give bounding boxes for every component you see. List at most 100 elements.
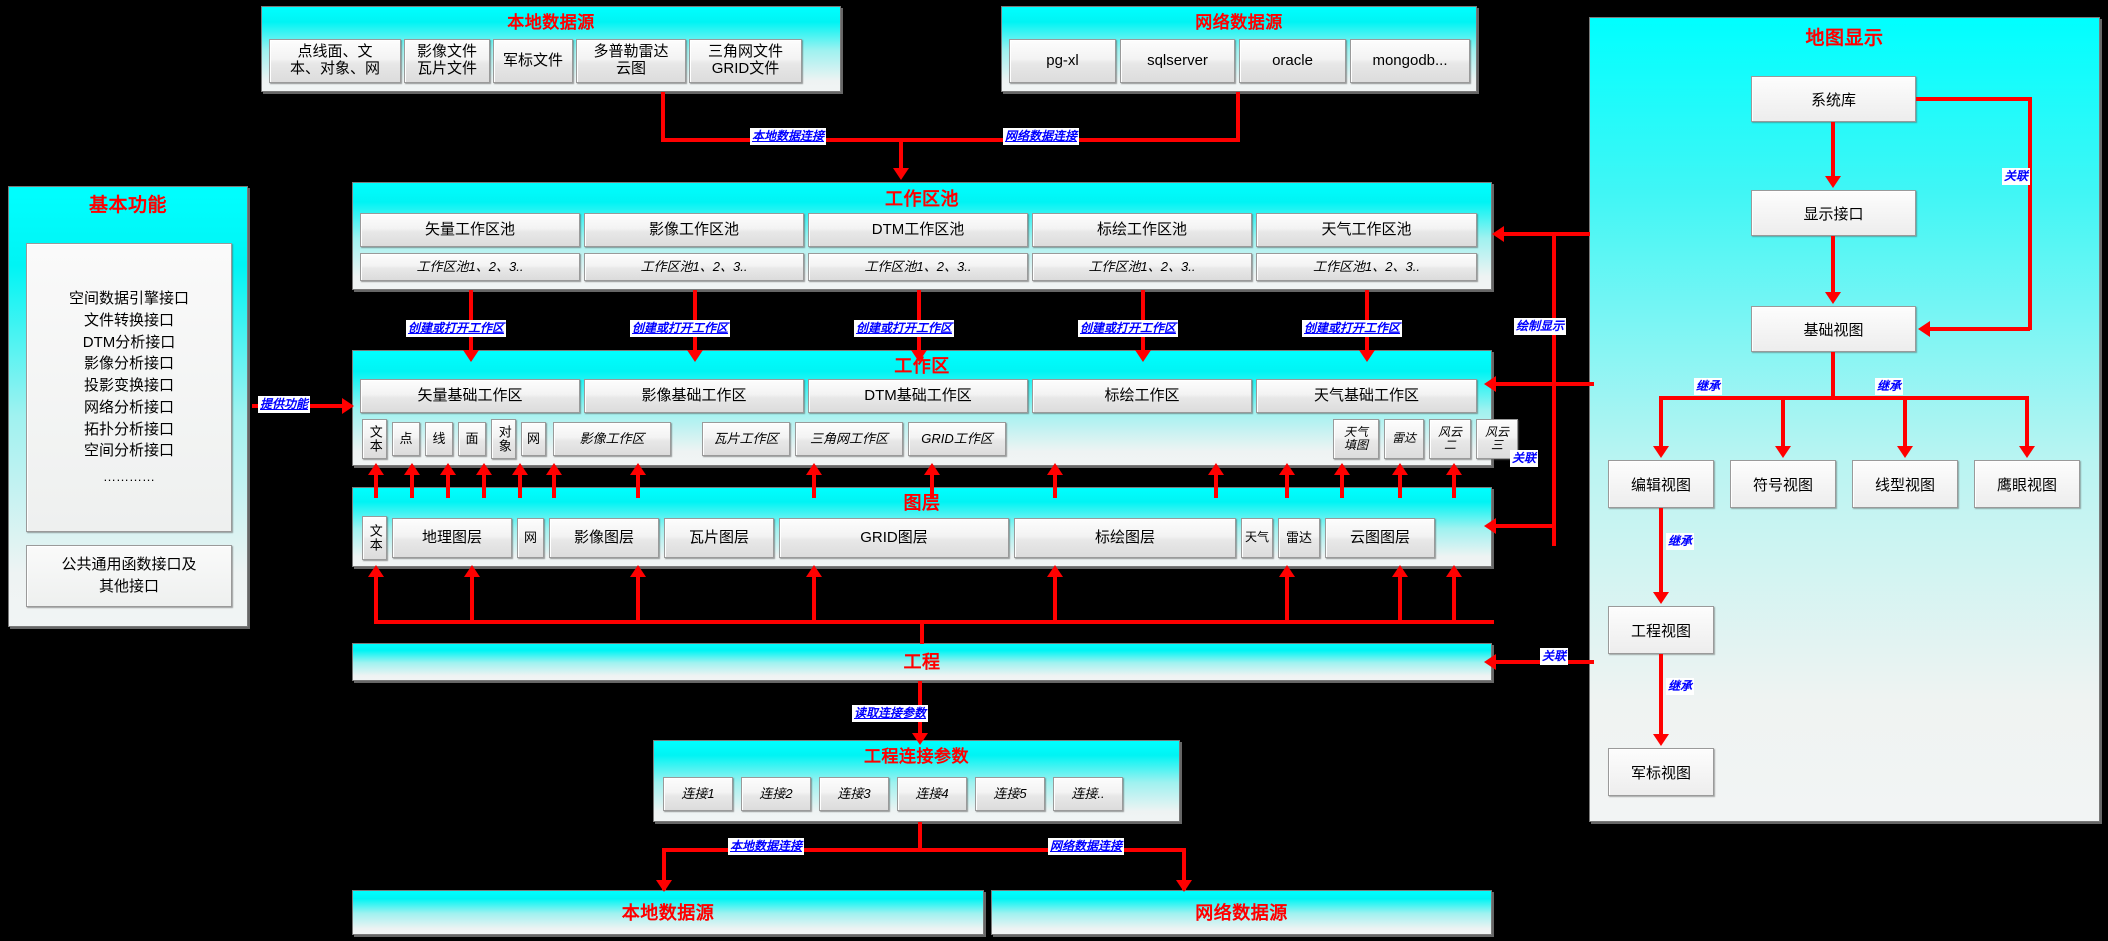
arrowhead-layer-8 <box>924 463 940 475</box>
panel-title-project-conn: 工程连接参数 <box>864 747 969 766</box>
ws-weather-item-1[interactable]: 雷达 <box>1384 419 1424 459</box>
node-edit-view[interactable]: 编辑视图 <box>1608 460 1714 508</box>
layer-item-9[interactable]: 云图图层 <box>1325 518 1435 558</box>
project-conn-item-4[interactable]: 连接5 <box>975 777 1045 811</box>
local-source-item-3[interactable]: 多普勒雷达 云图 <box>576 39 686 83</box>
basic-function-interface-list: 空间数据引擎接口 文件转换接口 DTM分析接口 影像分析接口 投影变换接口 网络… <box>26 243 232 532</box>
ws-dtm-item-1[interactable]: 三角网工作区 <box>795 422 903 456</box>
layer-item-5[interactable]: GRID图层 <box>779 518 1009 558</box>
label-inherit-left: 继承 <box>1694 378 1723 395</box>
node-display-interface[interactable]: 显示接口 <box>1751 190 1916 236</box>
arrowhead-proj-1 <box>464 565 480 577</box>
workspace-col-1[interactable]: 影像基础工作区 <box>584 379 804 413</box>
arrowhead-layer-13 <box>1392 463 1408 475</box>
net-source-item-3[interactable]: mongodb... <box>1350 39 1470 83</box>
wspool-col-4[interactable]: 天气工作区池 <box>1256 213 1477 247</box>
local-source-item-0[interactable]: 点线面、文 本、对象、网 <box>269 39 401 83</box>
ws-vec-item-1[interactable]: 点 <box>392 422 420 456</box>
arrowhead-symbolview <box>1775 446 1791 458</box>
panel-local-data-source-bottom: 本地数据源 <box>352 890 984 935</box>
conn-ws2layer-8 <box>930 466 934 498</box>
ws-weather-item-2[interactable]: 风云二 <box>1429 419 1471 459</box>
conn-v-symbolview <box>1781 396 1785 448</box>
label-draw-display: 绘制显示 <box>1514 318 1567 335</box>
node-system-lib[interactable]: 系统库 <box>1751 76 1916 122</box>
ws-vec-item-4[interactable]: 对象 <box>491 419 516 459</box>
project-conn-item-2[interactable]: 连接3 <box>819 777 889 811</box>
layer-item-2[interactable]: 网 <box>517 518 544 558</box>
node-base-view[interactable]: 基础视图 <box>1751 306 1916 352</box>
local-source-item-2[interactable]: 军标文件 <box>493 39 573 83</box>
arrowhead-projectview <box>1653 592 1669 604</box>
layer-item-4[interactable]: 瓦片图层 <box>664 518 774 558</box>
wspool-col-0[interactable]: 矢量工作区池 <box>360 213 580 247</box>
wspool-sub-0[interactable]: 工作区池1、2、3.. <box>360 253 580 281</box>
wspool-sub-3[interactable]: 工作区池1、2、3.. <box>1032 253 1252 281</box>
node-symbol-view[interactable]: 符号视图 <box>1730 460 1836 508</box>
ws-vec-item-2[interactable]: 线 <box>425 422 453 456</box>
conn-ws2layer-6 <box>636 466 640 498</box>
local-source-item-4[interactable]: 三角网文件 GRID文件 <box>689 39 802 83</box>
net-source-item-2[interactable]: oracle <box>1239 39 1346 83</box>
wspool-sub-2[interactable]: 工作区池1、2、3.. <box>808 253 1028 281</box>
wspool-col-2[interactable]: DTM工作区池 <box>808 213 1028 247</box>
ws-vec-item-3[interactable]: 面 <box>458 422 486 456</box>
panel-title-project: 工程 <box>903 652 941 672</box>
arrowhead-layer-0 <box>368 463 384 475</box>
node-eagle-view[interactable]: 鹰眼视图 <box>1974 460 2080 508</box>
conn-assoc-right-v <box>2028 97 2032 330</box>
label-create-open-0: 创建或打开工作区 <box>406 320 507 337</box>
ws-dtm-item-0[interactable]: 瓦片工作区 <box>702 422 790 456</box>
label-create-open-3: 创建或打开工作区 <box>1078 320 1179 337</box>
workspace-col-4[interactable]: 天气基础工作区 <box>1256 379 1477 413</box>
panel-title-workspace: 工作区 <box>894 356 950 376</box>
ws-vec-item-0[interactable]: 文本 <box>362 419 387 459</box>
ws-dtm-item-2[interactable]: GRID工作区 <box>908 422 1006 456</box>
conn-editview-to-projectview <box>1659 508 1663 594</box>
wspool-sub-1[interactable]: 工作区池1、2、3.. <box>584 253 804 281</box>
project-conn-item-1[interactable]: 连接2 <box>741 777 811 811</box>
project-conn-item-0[interactable]: 连接1 <box>663 777 733 811</box>
iface-3: 影像分析接口 <box>83 355 174 373</box>
arrowhead-ws-4 <box>1359 350 1375 362</box>
common-box-line-0: 公共通用函数接口及 <box>61 556 197 574</box>
wspool-col-1[interactable]: 影像工作区池 <box>584 213 804 247</box>
label-inherit-milmark: 继承 <box>1666 678 1695 695</box>
net-source-item-1[interactable]: sqlserver <box>1120 39 1235 83</box>
project-conn-item-5[interactable]: 连接.. <box>1053 777 1123 811</box>
conn-localsrc-down <box>661 92 665 142</box>
wspool-col-3[interactable]: 标绘工作区池 <box>1032 213 1252 247</box>
wspool-sub-4[interactable]: 工作区池1、2、3.. <box>1256 253 1477 281</box>
node-project-view[interactable]: 工程视图 <box>1608 606 1714 654</box>
layer-item-7[interactable]: 天气 <box>1241 518 1273 558</box>
net-source-item-0[interactable]: pg-xl <box>1009 39 1116 83</box>
node-line-view[interactable]: 线型视图 <box>1852 460 1958 508</box>
workspace-col-3[interactable]: 标绘工作区 <box>1032 379 1252 413</box>
workspace-col-0[interactable]: 矢量基础工作区 <box>360 379 580 413</box>
arrowhead-proj-6 <box>1392 565 1408 577</box>
local-source-item-1[interactable]: 影像文件 瓦片文件 <box>404 39 490 83</box>
layer-item-0[interactable]: 文本 <box>362 516 387 560</box>
arrowhead-bottom-net <box>1176 880 1192 892</box>
arrowhead-layer-3 <box>476 463 492 475</box>
conn-ws2layer-10 <box>1214 466 1218 498</box>
ws-vec-item-5[interactable]: 网 <box>521 422 546 456</box>
node-military-mark-view[interactable]: 军标视图 <box>1608 748 1714 796</box>
layer-item-1[interactable]: 地理图层 <box>392 518 512 558</box>
arrowhead-layer-5 <box>546 463 562 475</box>
label-net-conn-bottom: 网络数据连接 <box>1048 838 1125 855</box>
panel-title-net-data-source-top: 网络数据源 <box>1195 13 1283 32</box>
conn-ws2layer-1 <box>410 466 414 498</box>
iface-7: 空间分析接口 <box>83 442 174 460</box>
layer-item-6[interactable]: 标绘图层 <box>1014 518 1236 558</box>
panel-title-layers: 图层 <box>903 493 941 513</box>
layer-item-8[interactable]: 雷达 <box>1278 518 1320 558</box>
workspace-col-2[interactable]: DTM基础工作区 <box>808 379 1028 413</box>
conn-to-wspool-v <box>899 138 903 170</box>
project-conn-item-3[interactable]: 连接4 <box>897 777 967 811</box>
layer-item-3[interactable]: 影像图层 <box>549 518 659 558</box>
arrowhead-eagleview <box>2019 446 2035 458</box>
ws-img-item-0[interactable]: 影像工作区 <box>553 422 671 456</box>
ws-weather-item-0[interactable]: 天气填图 <box>1333 419 1379 459</box>
iface-6: 拓扑分析接口 <box>83 420 174 438</box>
